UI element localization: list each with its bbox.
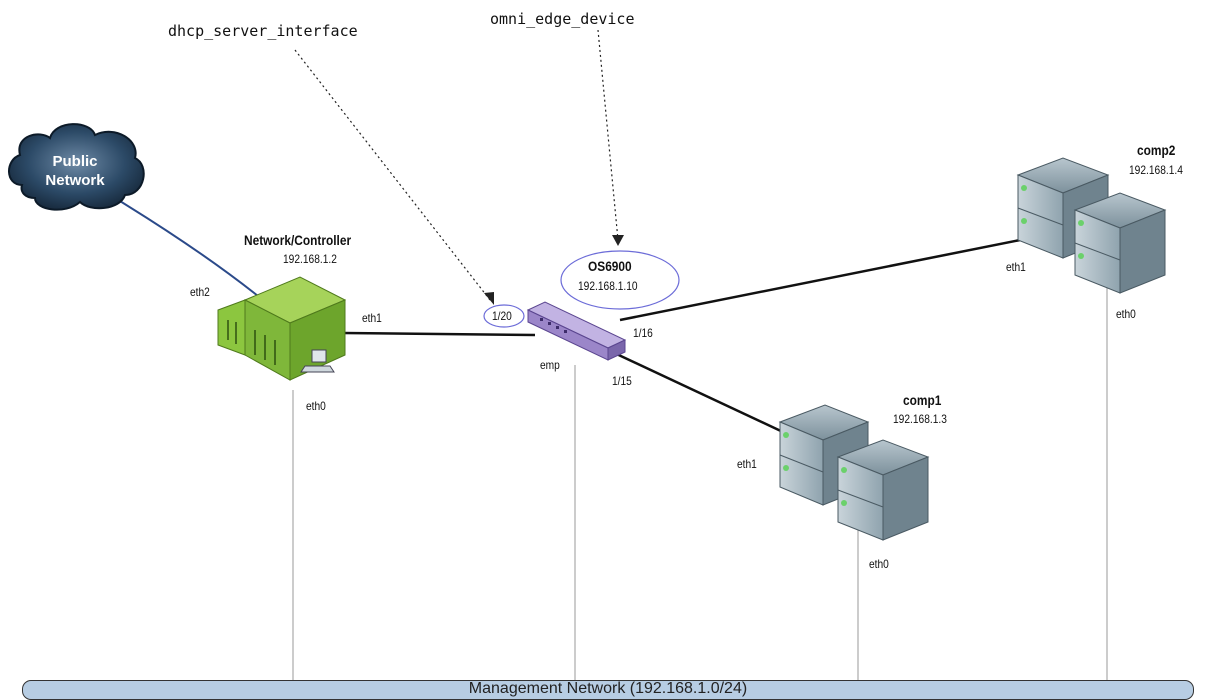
- omni-arrowhead: [612, 235, 624, 246]
- management-network-bar: Management Network (192.168.1.0/24): [22, 680, 1194, 700]
- comp1-eth1-label: eth1: [737, 457, 757, 471]
- emp-port-label: emp: [540, 358, 560, 372]
- switch-name: OS6900: [588, 258, 632, 274]
- comp2-eth0-label: eth0: [1116, 307, 1136, 321]
- comp2-server-icon: [1016, 157, 1167, 294]
- controller-to-switch-link: [342, 331, 536, 337]
- port-1-16-label: 1/16: [633, 326, 653, 340]
- omni-edge-device-label: omni_edge_device: [490, 10, 635, 28]
- public-uplink-line: [114, 197, 259, 297]
- comp1-eth0-label: eth0: [869, 557, 889, 571]
- comp1-name: comp1: [903, 392, 942, 408]
- port-1-15-label: 1/15: [612, 374, 632, 388]
- data-links: [342, 236, 1031, 434]
- omni-annotation-arrow: [597, 29, 619, 241]
- controller-server-icon: [217, 276, 347, 381]
- annotation-arrows: [294, 29, 619, 301]
- cloud-line-2: Network: [45, 172, 105, 189]
- port-1-20-label: 1/20: [492, 309, 512, 323]
- management-network-label: Management Network (192.168.1.0/24): [468, 680, 748, 697]
- comp2-eth1-label: eth1: [1006, 260, 1026, 274]
- comp2-name: comp2: [1137, 142, 1176, 158]
- cloud-line-1: Public: [52, 153, 98, 170]
- switch-to-comp2-link: [619, 236, 1031, 322]
- controller-eth1-label: eth1: [362, 311, 382, 325]
- os6900-highlight-ellipse: [560, 250, 680, 310]
- comp1-ip: 192.168.1.3: [893, 412, 947, 426]
- controller-eth2-label: eth2: [190, 285, 210, 299]
- dhcp-server-interface-label: dhcp_server_interface: [168, 22, 358, 40]
- public-network-label: Public Network: [40, 152, 110, 190]
- management-drop-lines: [292, 280, 1108, 680]
- switch-to-comp1-link: [607, 348, 784, 434]
- os6900-switch-icon: [526, 301, 627, 361]
- public-network-cloud-icon: [8, 123, 145, 211]
- comp1-server-icon: [778, 404, 930, 541]
- controller-ip: 192.168.1.2: [283, 252, 337, 266]
- controller-eth0-label: eth0: [306, 399, 326, 413]
- port-1-20-highlight-ellipse: [483, 304, 525, 328]
- switch-ip: 192.168.1.10: [578, 279, 638, 293]
- controller-name: Network/Controller: [244, 232, 352, 248]
- comp2-ip: 192.168.1.4: [1129, 163, 1183, 177]
- dhcp-arrowhead: [484, 292, 494, 305]
